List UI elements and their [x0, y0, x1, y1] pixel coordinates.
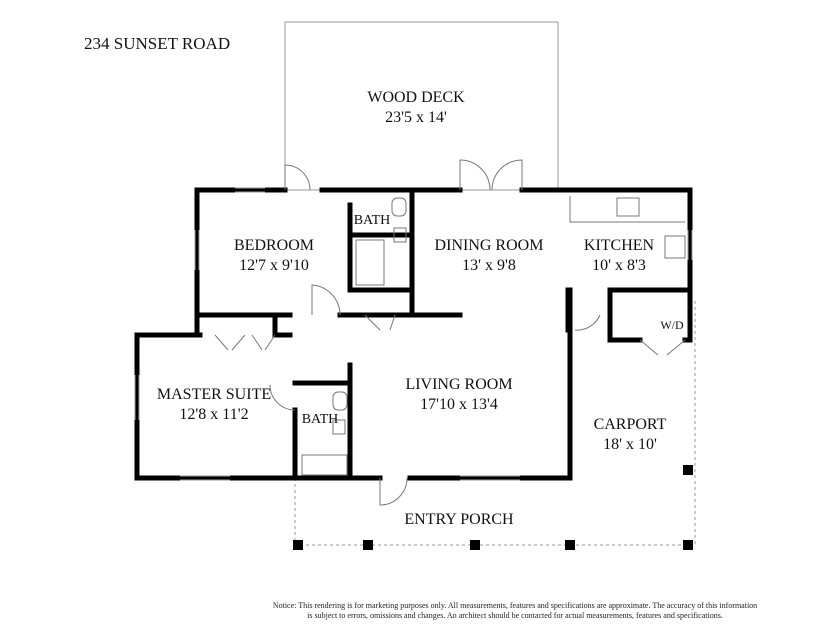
room-size: 12'7 x 9'10 — [239, 257, 309, 274]
room-size: 12'8 x 11'2 — [179, 406, 249, 423]
doors — [214, 159, 686, 506]
porch-outline — [294, 300, 696, 546]
room-living-room: LIVING ROOM 17'10 x 13'4 — [405, 375, 512, 415]
room-laundry: W/D — [660, 318, 684, 332]
room-size: 17'10 x 13'4 — [420, 396, 498, 413]
room-name: KITCHEN — [583, 237, 655, 254]
windows — [134, 187, 693, 481]
room-master-suite: MASTER SUITE 12'8 x 11'2 — [157, 385, 271, 425]
room-carport: CARPORT 18' x 10' — [594, 415, 667, 455]
room-kitchen: KITCHEN 10' x 8'3 — [584, 236, 654, 276]
room-dining-room: DINING ROOM 13' x 9'8 — [435, 236, 544, 276]
room-bedroom: BEDROOM 12'7 x 9'10 — [234, 236, 314, 276]
room-name: LIVING ROOM — [405, 376, 513, 393]
room-name: DINING ROOM — [434, 237, 544, 254]
room-size: 13' x 9'8 — [462, 257, 516, 274]
room-name: WOOD DECK — [367, 89, 465, 106]
room-bath-upper: BATH — [353, 213, 391, 228]
room-name: BEDROOM — [233, 237, 315, 254]
notice-line-1: Notice: This rendering is for marketing … — [272, 601, 758, 610]
room-size: 23'5 x 14' — [385, 109, 447, 126]
room-size: 18' x 10' — [603, 436, 657, 453]
fixtures — [301, 196, 686, 476]
porch-posts — [293, 465, 693, 550]
walls — [134, 187, 693, 481]
room-bath-lower: BATH — [301, 412, 339, 427]
property-address: 234 SUNSET ROAD — [84, 34, 231, 53]
disclaimer-notice: Notice: This rendering is for marketing … — [200, 601, 828, 621]
notice-line-2: is subject to errors, omissions and chan… — [307, 611, 723, 620]
room-size: 10' x 8'3 — [592, 257, 646, 274]
room-name: MASTER SUITE — [156, 386, 272, 403]
room-wood-deck: WOOD DECK 23'5 x 14' — [367, 88, 464, 128]
room-name: CARPORT — [593, 416, 667, 433]
room-entry-porch: ENTRY PORCH — [404, 511, 514, 528]
